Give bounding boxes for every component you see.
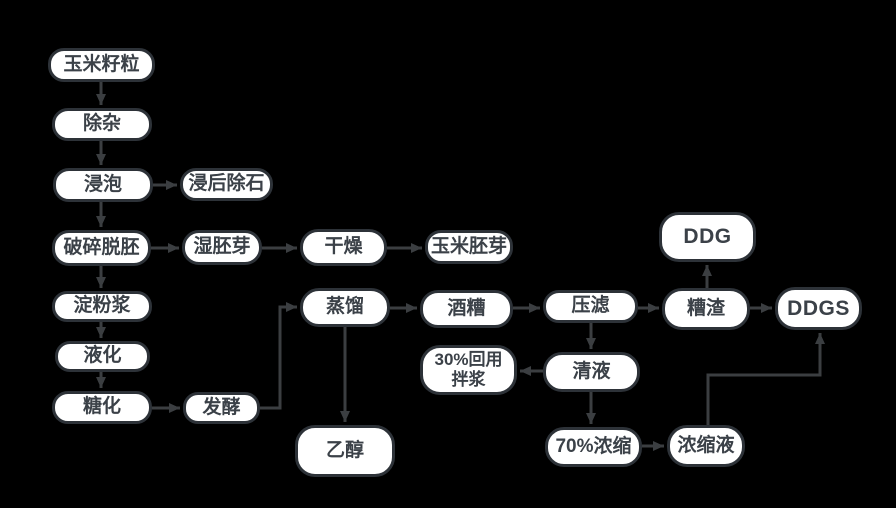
- flow-node-concentrate-70: 70%浓缩: [545, 427, 642, 467]
- flow-node-ddg: DDG: [659, 212, 756, 262]
- edge-fermentation-to-distillation: [260, 302, 297, 410]
- flow-node-wet-germ: 湿胚芽: [182, 230, 262, 265]
- flow-node-corn-kernels: 玉米籽粒: [48, 48, 155, 82]
- flow-node-soaking: 浸泡: [53, 168, 153, 202]
- flow-node-corn-germ: 玉米胚芽: [425, 230, 513, 264]
- edge-concentrated-liquid-to-ddgs: [706, 333, 825, 425]
- flow-node-crush-degerm: 破碎脱胚: [52, 230, 151, 266]
- flow-node-distillation: 蒸馏: [300, 288, 390, 327]
- flow-node-reuse-slurry-30: 30%回用 拌浆: [420, 345, 517, 395]
- flow-node-starch-slurry: 淀粉浆: [52, 291, 152, 322]
- flow-node-saccharification: 糖化: [52, 391, 152, 424]
- flow-node-concentrated-liquid: 浓缩液: [667, 425, 745, 467]
- flow-node-drying: 干燥: [300, 229, 387, 266]
- flow-node-post-soak-destoning: 浸后除石: [180, 168, 273, 201]
- flow-node-clear-liquid: 清液: [543, 352, 640, 392]
- flow-node-liquefaction: 液化: [55, 341, 150, 372]
- flow-node-impurity-removal: 除杂: [52, 108, 152, 141]
- flow-node-stillage: 酒糟: [420, 290, 513, 328]
- flow-node-ddgs: DDGS: [775, 287, 862, 330]
- flow-node-fermentation: 发酵: [183, 392, 260, 424]
- flow-node-ethanol: 乙醇: [295, 425, 395, 477]
- flow-node-residue: 糟渣: [662, 288, 750, 330]
- flow-node-press-filtration: 压滤: [543, 290, 638, 323]
